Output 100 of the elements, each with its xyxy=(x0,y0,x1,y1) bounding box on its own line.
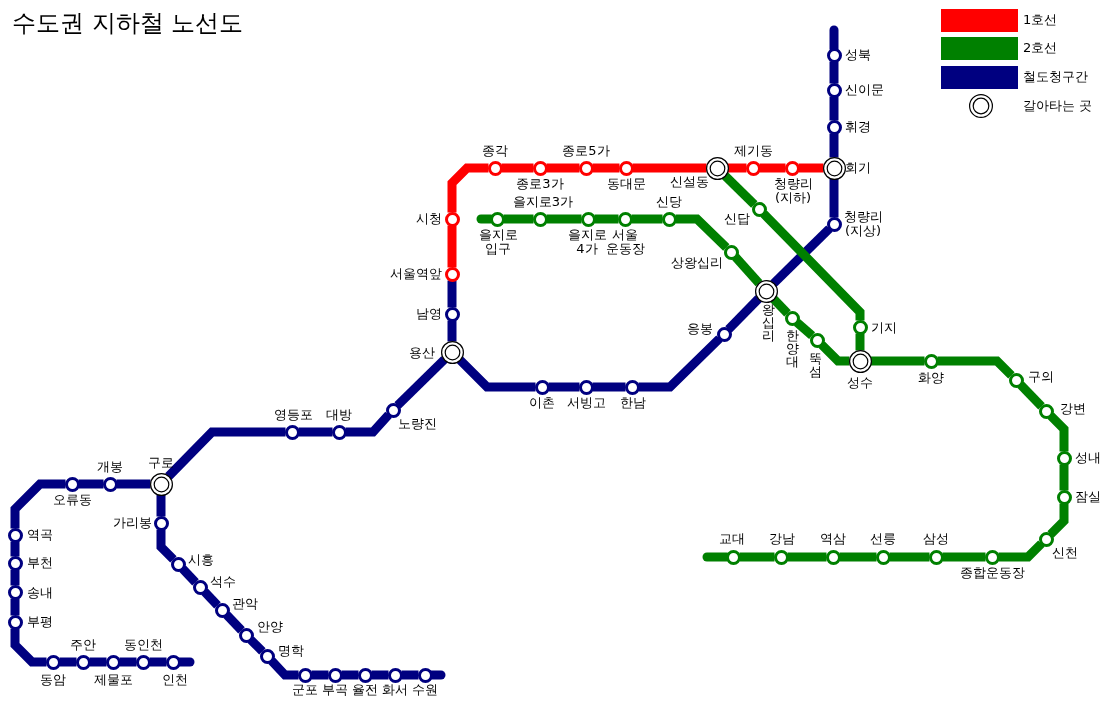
route-line xyxy=(546,214,582,224)
route-line xyxy=(759,163,786,173)
route-line xyxy=(165,427,286,480)
station-label: 석수 xyxy=(210,575,236,589)
route-line xyxy=(998,540,1045,562)
route-line xyxy=(156,494,166,517)
station-label: 남영 xyxy=(416,307,442,321)
station-label: 인천 xyxy=(162,673,188,687)
station-label: 군포 xyxy=(292,683,318,697)
legend-label: 1호선 xyxy=(1023,13,1058,27)
station-label: 노량진 xyxy=(397,417,437,431)
station-label: 한양대 xyxy=(785,329,799,368)
route-line xyxy=(829,61,839,84)
route-line xyxy=(89,657,107,667)
route-line xyxy=(675,214,730,251)
station-label: 을지로3가 xyxy=(512,195,574,209)
station-label: 부천 xyxy=(27,556,53,570)
station-label: 선릉 xyxy=(870,532,896,546)
station-label: 성북 xyxy=(845,48,871,62)
station-label: 용산 xyxy=(409,346,435,360)
route-line xyxy=(1059,464,1069,491)
station-label: 강남 xyxy=(769,532,795,546)
station-label: 부평 xyxy=(27,615,53,629)
route-line xyxy=(149,657,167,667)
station-label: 성수 xyxy=(847,376,873,390)
station-label: 기지 xyxy=(871,321,897,335)
route-line xyxy=(10,598,20,616)
station-label: 삼성 xyxy=(923,532,949,546)
station-label: 관악 xyxy=(232,597,258,611)
station-label: 시청 xyxy=(416,212,442,226)
route-line xyxy=(548,382,580,392)
route-line xyxy=(447,280,457,308)
station-label: 구로 xyxy=(148,456,174,470)
station-label: 화서 xyxy=(382,683,408,697)
station-label: 신천 xyxy=(1052,546,1078,560)
station-label: 종로3가 xyxy=(516,177,564,191)
route-line xyxy=(798,163,824,173)
route-line xyxy=(456,356,536,392)
station-label: 한남 xyxy=(620,396,646,410)
route-line xyxy=(223,611,245,634)
route-line xyxy=(345,411,392,437)
route-line xyxy=(638,335,723,392)
route-line xyxy=(298,427,333,437)
route-line xyxy=(829,96,839,121)
title: 수도권 지하철 노선도 xyxy=(12,9,244,37)
station-label: 신답 xyxy=(724,212,750,226)
route-line xyxy=(119,657,137,667)
station-label: 청량리 (지상) xyxy=(843,210,883,238)
station-label: 대방 xyxy=(326,408,352,422)
station-label: 화양 xyxy=(918,371,944,385)
station-label: 종로5가 xyxy=(562,144,610,158)
route-line xyxy=(10,569,20,586)
station-label: 회기 xyxy=(845,161,871,175)
route-line xyxy=(311,670,329,680)
station-label: 부곡 xyxy=(322,683,348,697)
station-label: 명학 xyxy=(278,644,304,658)
station-label: 종각 xyxy=(482,144,508,158)
route-line xyxy=(156,529,177,563)
route-line xyxy=(829,133,839,158)
route-line xyxy=(1047,412,1069,452)
station-label: 개봉 xyxy=(97,460,123,474)
route-line xyxy=(10,541,20,557)
station-label: 수원 xyxy=(412,683,438,697)
station-label: 서울역앞 xyxy=(390,267,442,281)
station-label: 강변 xyxy=(1060,402,1086,416)
route-line xyxy=(78,479,104,489)
route-line xyxy=(201,588,221,609)
station-label: 율전 xyxy=(352,683,378,697)
route-line xyxy=(839,552,877,562)
route-line xyxy=(770,295,791,317)
station-label: 뚝섬 xyxy=(808,352,822,378)
route-line xyxy=(942,552,986,562)
route-line xyxy=(870,356,925,366)
station-label: 가리봉 xyxy=(113,516,152,530)
route-line xyxy=(546,163,580,173)
station-label: 을지로 입구 xyxy=(478,228,518,256)
route-line xyxy=(371,670,389,680)
station-label: 휘경 xyxy=(845,120,871,134)
station-label: 교대 xyxy=(719,532,745,546)
station-label: 안양 xyxy=(257,620,283,634)
route-line xyxy=(721,172,758,208)
route-line xyxy=(10,628,47,667)
route-line xyxy=(739,552,775,562)
station-label: 왕십리 xyxy=(761,303,775,342)
route-line xyxy=(727,163,747,173)
route-line xyxy=(937,356,1015,379)
legend-label: 2호선 xyxy=(1023,41,1058,55)
route-line xyxy=(592,382,626,392)
station-label: 신이문 xyxy=(845,83,884,97)
route-line xyxy=(10,479,66,529)
station-label: 동인천 xyxy=(123,638,163,652)
route-line xyxy=(760,210,865,321)
route-line xyxy=(447,225,457,268)
legend-label: 갈아타는 곳 xyxy=(1023,99,1093,113)
legend-label: 철도청구간 xyxy=(1023,70,1088,84)
station-label: 종합운동장 xyxy=(959,566,1025,580)
station-label: 동대문 xyxy=(606,177,646,191)
route-line xyxy=(829,178,839,218)
route-line xyxy=(632,163,707,173)
station-label: 역삼 xyxy=(820,532,846,546)
